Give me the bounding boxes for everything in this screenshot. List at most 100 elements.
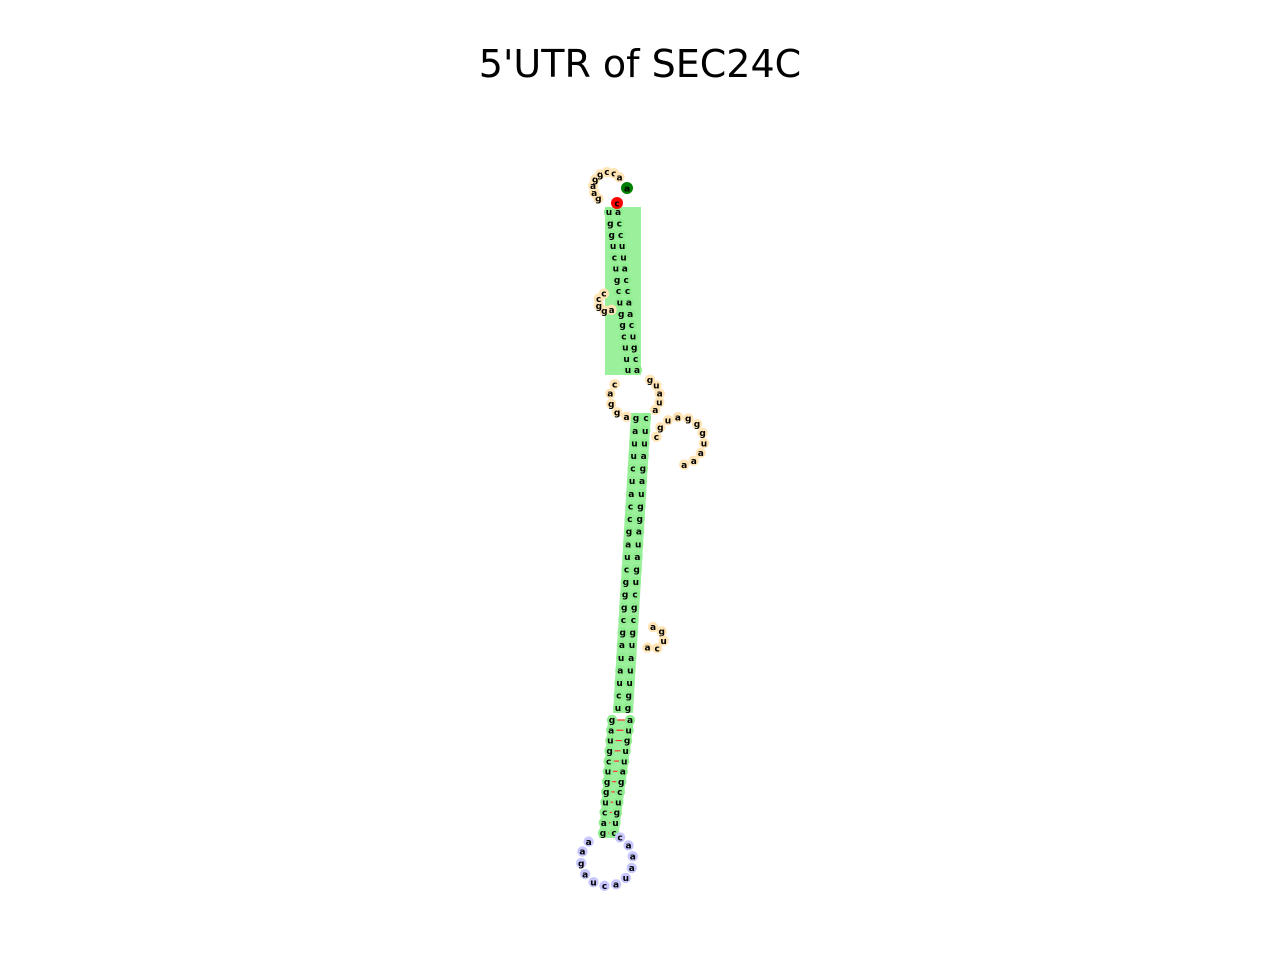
svg-text:a: a: [622, 265, 628, 275]
nucleotide: a: [636, 475, 648, 487]
nucleotide: c: [627, 463, 639, 475]
svg-text:u: u: [590, 878, 596, 888]
svg-text:u: u: [620, 253, 626, 263]
nucleotide: u: [628, 450, 639, 462]
svg-text:c: c: [601, 290, 606, 300]
nucleotide: g: [616, 776, 627, 788]
svg-text:c: c: [627, 515, 632, 525]
svg-text:u: u: [613, 265, 619, 275]
svg-text:u: u: [635, 540, 641, 550]
svg-text:u: u: [622, 344, 628, 354]
svg-text:u: u: [627, 666, 633, 676]
svg-text:a: a: [629, 864, 635, 874]
svg-text:g: g: [631, 344, 637, 354]
nucleotide: u: [654, 396, 665, 408]
svg-text:u: u: [623, 874, 629, 884]
diagram-title: 5'UTR of SEC24C: [478, 42, 802, 86]
svg-text:u: u: [616, 679, 622, 689]
nucleotide: a: [610, 879, 622, 891]
nucleotide: g: [611, 407, 623, 419]
svg-text:c: c: [617, 834, 622, 844]
svg-text:u: u: [626, 679, 632, 689]
nucleotide: a: [650, 404, 661, 416]
nucleotide: u: [610, 817, 621, 829]
nucleotide: u: [632, 538, 644, 550]
svg-text:a: a: [586, 838, 592, 848]
nucleotide: g: [637, 463, 649, 475]
svg-text:g: g: [622, 591, 628, 601]
svg-text:u: u: [629, 641, 635, 651]
nucleotide: c: [598, 288, 610, 300]
svg-text:g: g: [608, 231, 614, 241]
svg-text:a: a: [627, 716, 633, 726]
nucleotide: a: [630, 425, 641, 437]
svg-text:g: g: [637, 515, 643, 525]
svg-text:a: a: [632, 427, 638, 437]
nucleotide: c: [640, 412, 652, 424]
svg-text:a: a: [582, 870, 588, 880]
svg-text:a: a: [608, 306, 614, 316]
nucleotide: c: [620, 274, 632, 286]
nucleotide: u: [630, 576, 642, 588]
nucleotide: g: [575, 857, 587, 869]
nucleotide: u: [610, 263, 621, 275]
svg-text:g: g: [604, 778, 610, 788]
nucleotide: u: [612, 702, 624, 714]
nucleotide: u: [620, 342, 631, 354]
svg-text:u: u: [625, 726, 631, 736]
nucleotide: g: [630, 412, 642, 424]
svg-text:a: a: [634, 553, 640, 563]
nucleotide: a: [615, 664, 626, 676]
svg-text:g: g: [633, 414, 639, 424]
svg-text:u: u: [638, 490, 644, 500]
svg-text:u: u: [615, 798, 621, 808]
nucleotide: u: [627, 330, 639, 342]
stem-band: [613, 413, 651, 713]
svg-text:a: a: [675, 413, 681, 423]
nucleotide: u: [629, 438, 640, 449]
svg-text:g: g: [657, 423, 663, 433]
svg-text:a: a: [615, 208, 621, 218]
nucleotide: c: [630, 353, 641, 365]
three-prime-end-marker: c: [611, 197, 623, 210]
svg-text:g: g: [614, 276, 620, 286]
nucleotide: u: [615, 652, 627, 664]
svg-text:u: u: [665, 416, 671, 426]
svg-text:g: g: [597, 170, 603, 180]
svg-text:a: a: [616, 174, 622, 184]
svg-text:g: g: [685, 415, 691, 425]
svg-text:g: g: [623, 578, 629, 588]
svg-text:a: a: [681, 461, 687, 471]
svg-text:c: c: [611, 169, 616, 179]
svg-text:u: u: [615, 704, 621, 714]
svg-text:a: a: [601, 819, 607, 829]
nucleotide: g: [656, 626, 667, 638]
svg-text:u: u: [631, 439, 637, 449]
svg-text:a: a: [630, 852, 636, 862]
nucleotide: g: [611, 807, 623, 819]
svg-text:u: u: [660, 637, 666, 647]
nucleotide: u: [698, 437, 710, 449]
nucleotide: a: [633, 526, 645, 538]
nucleotide: a: [688, 455, 699, 467]
nucleotide: g: [606, 714, 618, 726]
nucleotide: a: [638, 450, 649, 462]
nucleotide: c: [614, 832, 626, 844]
svg-text:c: c: [617, 788, 622, 798]
svg-text:a: a: [620, 768, 626, 778]
nucleotide: g: [616, 308, 627, 320]
svg-text:g: g: [601, 307, 607, 317]
svg-text:g: g: [578, 859, 584, 869]
nucleotide: u: [640, 425, 651, 437]
nucleotide: u: [603, 206, 615, 218]
svg-text:c: c: [611, 829, 616, 839]
svg-text:c: c: [630, 465, 635, 475]
svg-text:c: c: [655, 644, 660, 654]
nucleotide: g: [597, 827, 609, 839]
svg-text:c: c: [625, 287, 630, 297]
nucleotide: a: [672, 411, 684, 423]
nucleotide: g: [601, 776, 613, 788]
nucleotide: c: [599, 807, 610, 819]
nucleotide: g: [619, 589, 631, 601]
svg-text:c: c: [621, 332, 626, 342]
